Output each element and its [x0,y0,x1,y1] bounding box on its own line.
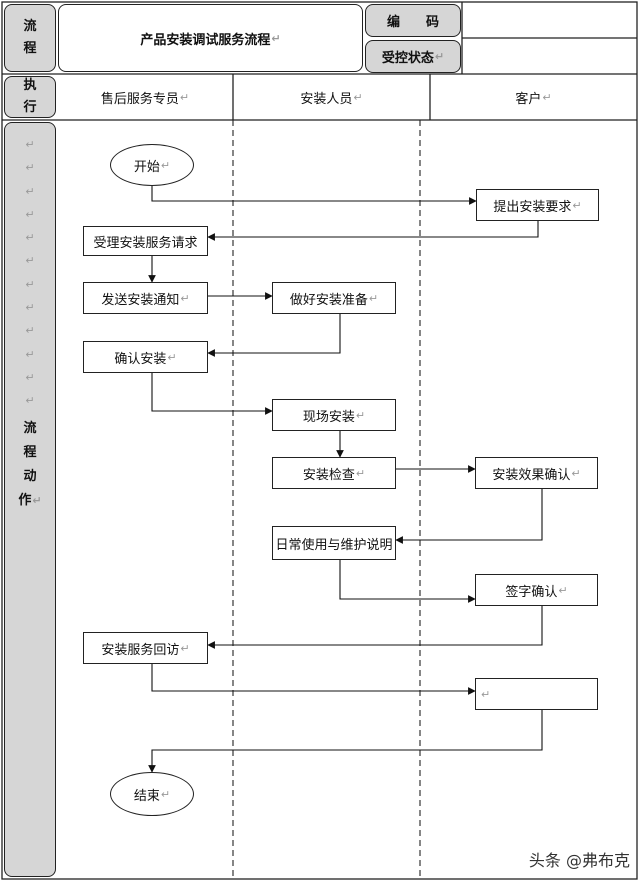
node-confirm-install: 确认安装↵ [83,341,208,373]
node-sign-confirm: 签字确认↵ [475,574,598,606]
node-label: 日常使用与维护说明 [275,537,393,553]
sidebar-title-char: 流 [23,420,37,436]
node-label: 安装服务回访 [101,642,180,658]
node-blank: ↵ [475,678,598,710]
flow-label-char: 流 [23,19,37,34]
sidebar-title-char: 程 [23,444,37,460]
flow-action-title: 流 程 动 作↵ [18,417,41,513]
node-label: 安装效果确认 [492,467,571,483]
code-label: 编 码 [386,15,439,30]
lane-label: 客户 [515,91,542,107]
connector-sign-to-revisit [207,606,543,649]
node-effect-confirm: 安装效果确认↵ [475,457,598,489]
node-install-check: 安装检查↵ [272,457,396,489]
node-send-notice: 发送安装通知↵ [83,282,208,314]
node-request-install: 提出安装要求↵ [476,189,599,221]
lane-label: 安装人员 [300,91,353,107]
exec-label-char: 执 [23,78,37,93]
node-onsite-install: 现场安装↵ [272,399,396,431]
start-label: 开始 [133,159,160,175]
flow-title-cell: 产品安装调试服务流程↵ [58,4,363,72]
connector-confirm-to-install [151,373,273,415]
node-label: 安装检查 [302,467,355,483]
connector-verify-to-guide [395,489,543,544]
lane-header-installer: 安装人员↵ [234,75,429,119]
connector-blank-to-end [148,710,543,773]
node-prepare-install: 做好安装准备↵ [272,282,396,314]
end-node: 结束↵ [110,772,194,816]
node-label: 受理安装服务请求 [93,235,198,251]
end-label: 结束 [133,788,160,804]
node-label: 发送安装通知 [101,292,180,308]
connector-prepare-to-confirm [207,314,341,357]
sidebar-title-char: 动 [23,468,37,484]
node-label: 签字确认 [505,584,558,600]
status-label-cell: 受控状态↵ [365,40,461,73]
exec-label-cell: 执 行 [4,76,56,118]
node-usage-guide: 日常使用与维护说明 [272,526,396,560]
page-title: 产品安装调试服务流程 [140,32,271,48]
status-label: 受控状态 [381,51,434,66]
node-label: 现场安装 [302,409,355,425]
lane-header-service: 售后服务专员↵ [58,75,232,119]
connector-start-to-request [151,186,477,205]
watermark-text: 头条 @弗布克 [528,851,630,870]
lane-label: 售后服务专员 [100,91,179,107]
connector-request-to-accept [207,221,539,241]
start-node: 开始↵ [110,144,194,186]
node-label: 做好安装准备 [289,292,368,308]
flow-label-char: 程 [23,41,37,56]
node-label: 确认安装 [114,351,167,367]
node-label: 提出安装要求 [493,199,572,215]
node-service-revisit: 安装服务回访↵ [83,632,208,664]
exec-label-char: 行 [23,100,37,115]
code-label-cell: 编 码 [365,4,461,37]
watermark: 头条 @弗布克 [512,848,630,870]
flow-action-sidebar: ↵↵↵↵↵↵ ↵↵↵↵↵↵ 流 程 动 作↵ [4,122,56,877]
lane-header-customer: 客户↵ [431,75,636,119]
connector-revisit-to-blank [151,664,476,695]
node-accept-request: 受理安装服务请求 [83,226,208,256]
paragraph-marks: ↵↵↵↵↵↵ ↵↵↵↵↵↵ [25,138,35,408]
connector-guide-to-sign [339,560,476,603]
sidebar-title-char: 作 [18,492,32,508]
flow-label-cell: 流 程 [4,4,56,72]
